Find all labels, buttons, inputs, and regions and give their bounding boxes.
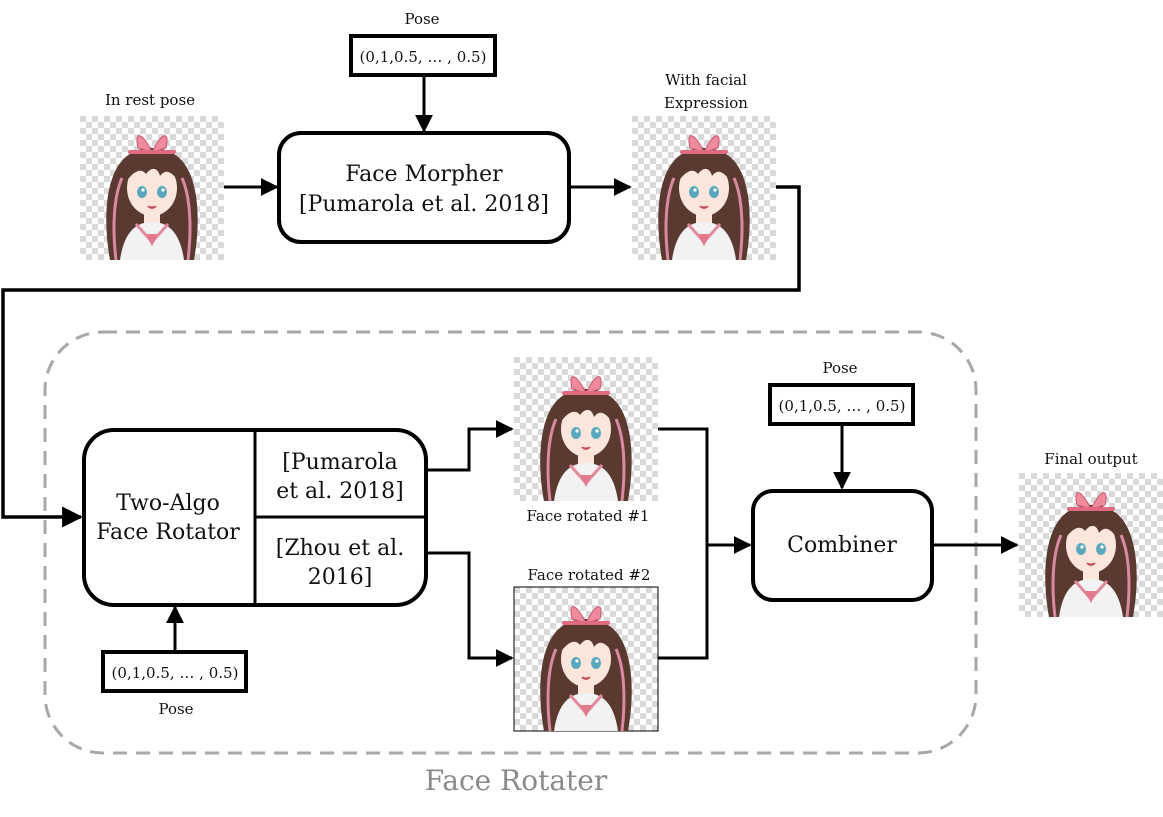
facial-expression-image bbox=[632, 116, 776, 262]
face-morpher-box: Face Morpher [Pumarola et al. 2018] bbox=[277, 131, 571, 244]
face-rotated-2-label: Face rotated #2 bbox=[528, 566, 651, 584]
face-morpher-citation: [Pumarola et al. 2018] bbox=[299, 192, 549, 217]
two-algo-rotator-box: Two-Algo Face Rotator [Pumarola et al. 2… bbox=[82, 428, 428, 607]
face-morpher-title: Face Morpher bbox=[345, 162, 503, 187]
pose-label-top: Pose bbox=[404, 10, 439, 28]
final-output-image bbox=[1019, 473, 1163, 619]
connector-rotated1-to-combiner bbox=[658, 427, 709, 660]
face-rotater-group bbox=[43, 330, 978, 755]
pose-vector-bottom: (0,1,0.5, … , 0.5) bbox=[112, 664, 239, 682]
algo-zhou-line-1: [Zhou et al. bbox=[276, 536, 404, 561]
pose-label-combiner: Pose bbox=[822, 359, 857, 377]
final-output-label: Final output bbox=[1044, 450, 1137, 468]
connector-expression-to-rotator bbox=[1, 185, 801, 528]
arrow-algo1-to-rotated1 bbox=[426, 420, 514, 472]
face-rotated-1-image bbox=[514, 357, 658, 503]
pose-label-bottom: Pose bbox=[158, 700, 193, 718]
rotator-title-2: Face Rotator bbox=[96, 520, 240, 545]
face-rotated-1-label: Face rotated #1 bbox=[527, 507, 650, 525]
face-rotater-title: Face Rotater bbox=[425, 764, 608, 797]
face-rotated-2-image bbox=[513, 586, 659, 733]
combiner-title: Combiner bbox=[787, 533, 897, 558]
rest-pose-image bbox=[80, 116, 224, 262]
pose-vector-box-bottom: (0,1,0.5, … , 0.5) bbox=[101, 650, 248, 693]
combiner-box: Combiner bbox=[751, 489, 934, 602]
facial-expression-label-1: With facial bbox=[665, 71, 747, 89]
pose-vector-box-combiner: (0,1,0.5, … , 0.5) bbox=[768, 383, 915, 426]
algo-pumarola-line-1: [Pumarola bbox=[282, 450, 397, 475]
algo-zhou-line-2: 2016] bbox=[308, 565, 373, 590]
facial-expression-label-2: Expression bbox=[664, 94, 748, 112]
algo-pumarola-line-2: et al. 2018] bbox=[276, 479, 404, 504]
pose-vector-top: (0,1,0.5, … , 0.5) bbox=[360, 48, 487, 66]
rotator-title-1: Two-Algo bbox=[116, 491, 220, 516]
pose-vector-box-top: (0,1,0.5, … , 0.5) bbox=[349, 34, 497, 77]
pose-vector-combiner: (0,1,0.5, … , 0.5) bbox=[779, 397, 906, 415]
arrow-algo2-to-rotated2 bbox=[426, 551, 514, 667]
rest-pose-label: In rest pose bbox=[105, 91, 195, 109]
